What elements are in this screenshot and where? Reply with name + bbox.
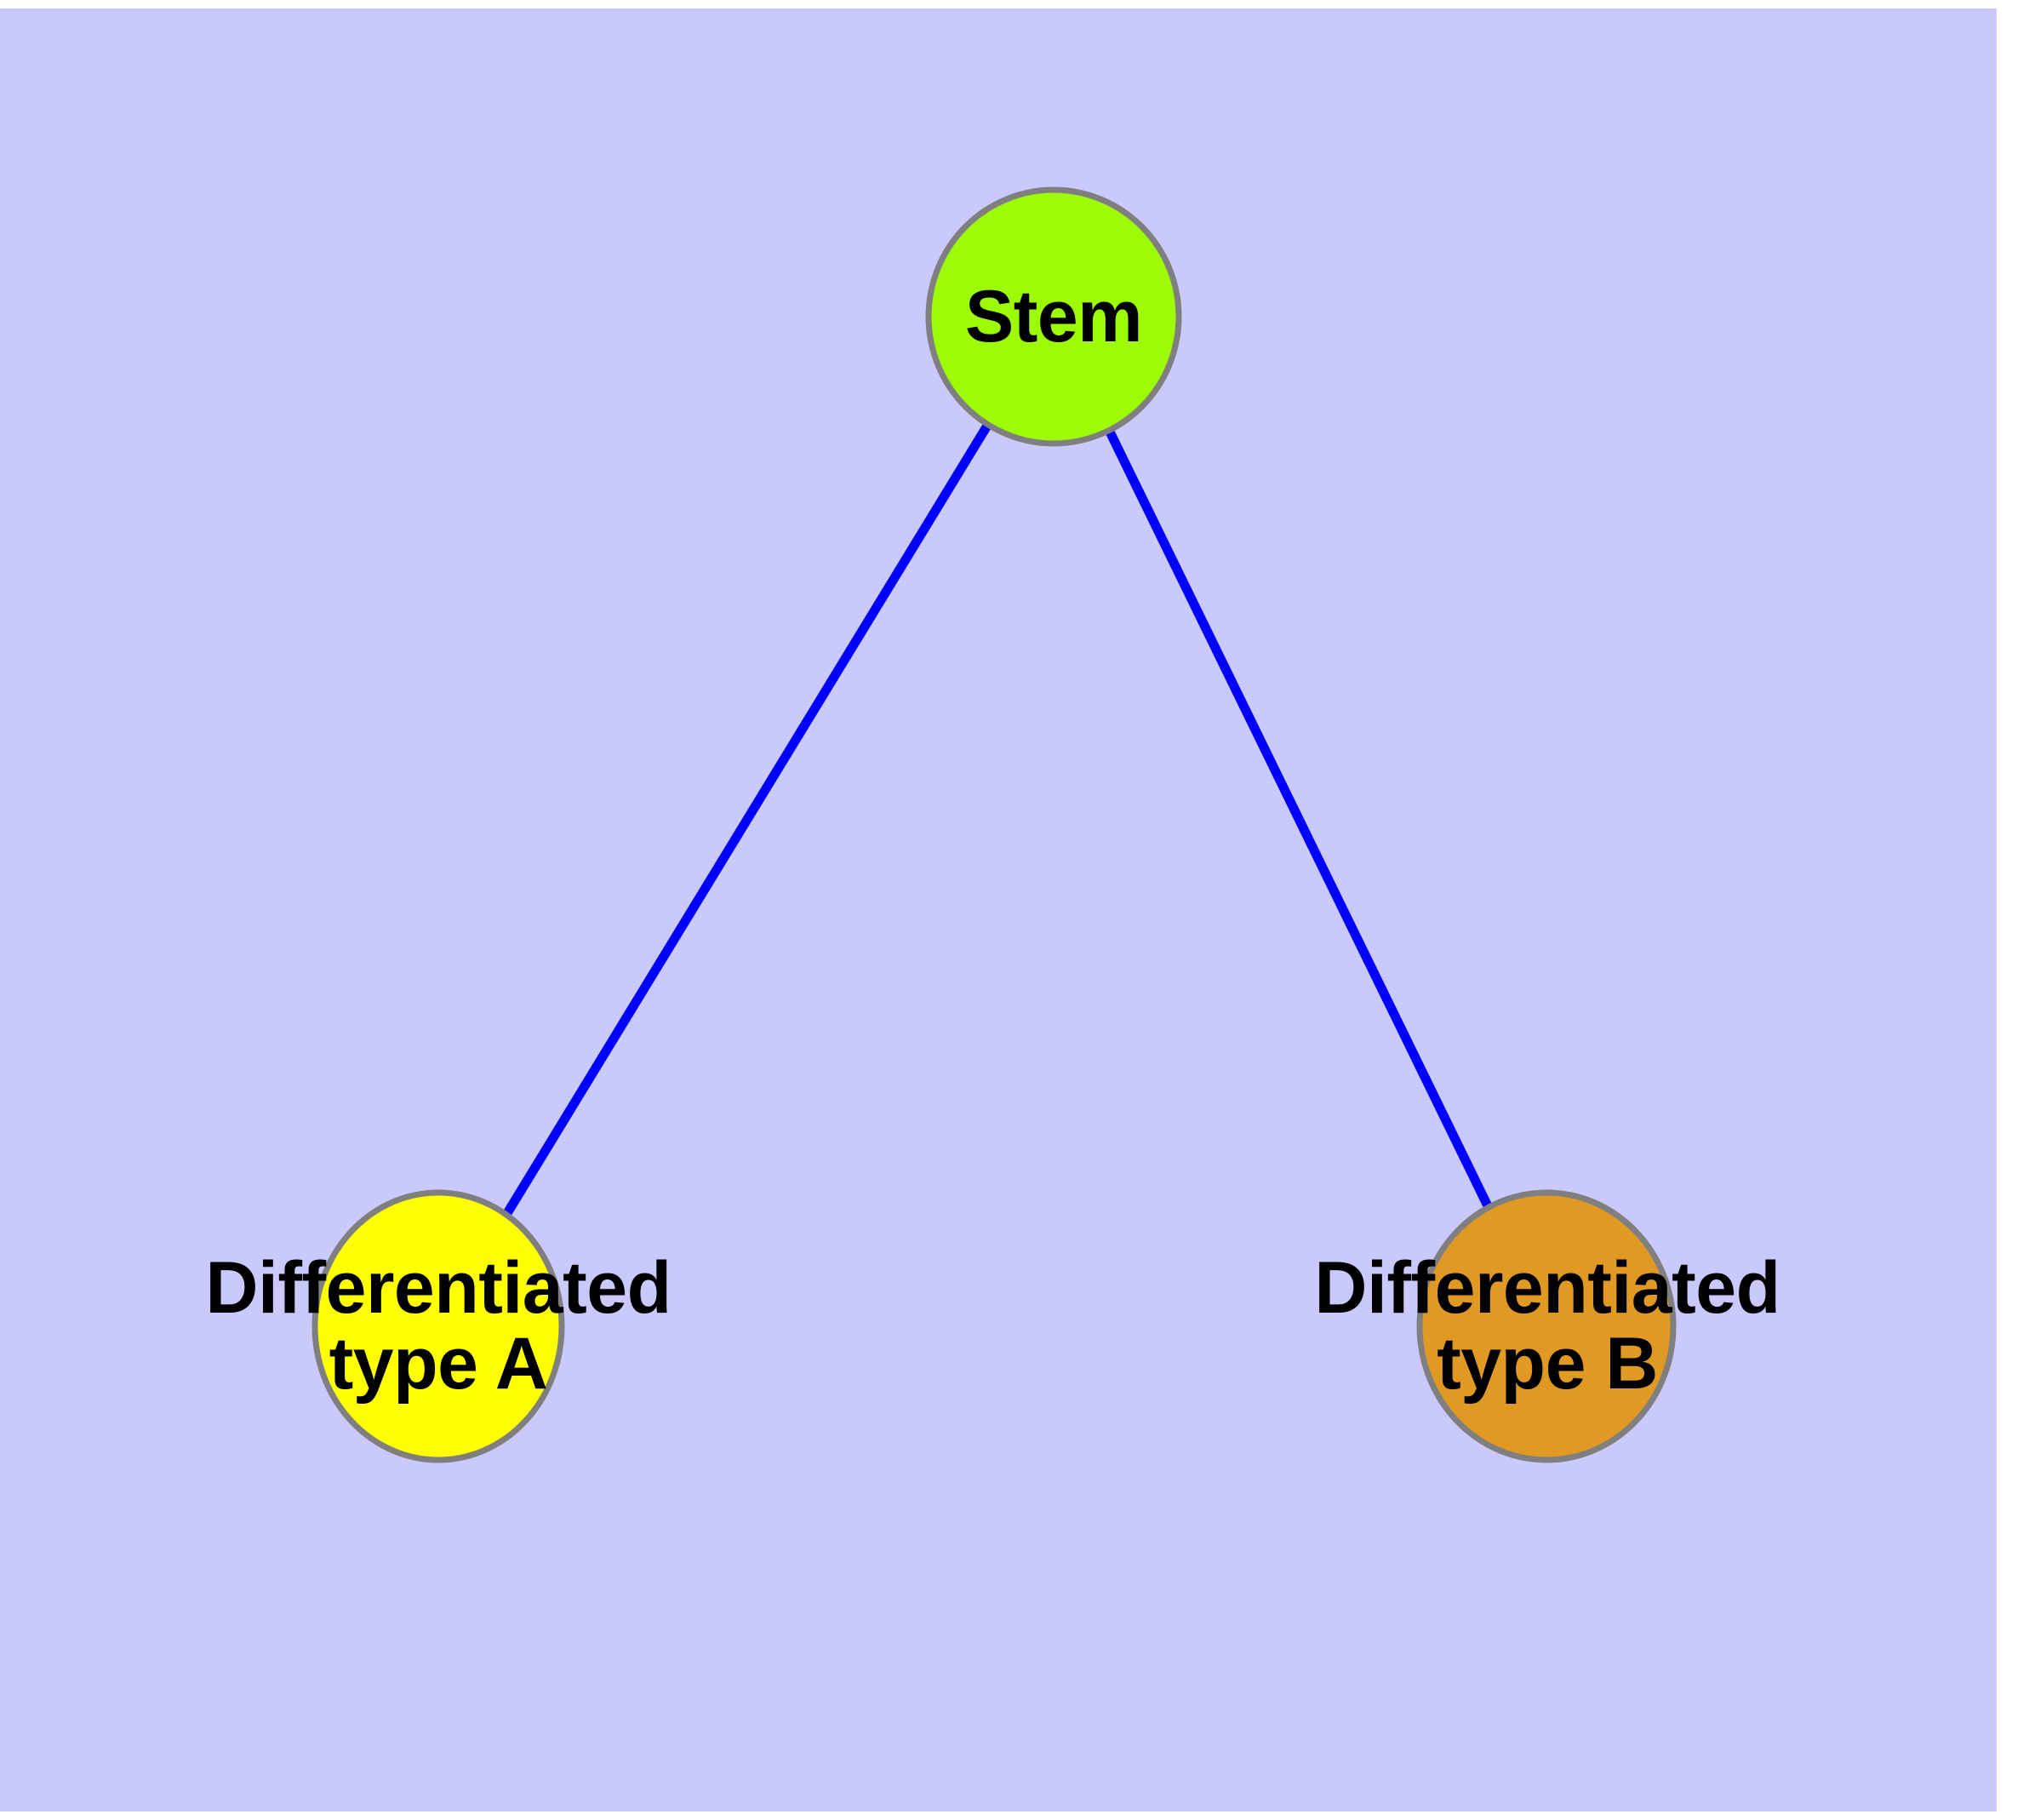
edge-stem-diff-b[interactable] <box>1104 427 1494 1210</box>
edge-stem-diff-a[interactable] <box>501 421 992 1218</box>
node-stem[interactable] <box>925 186 1182 447</box>
node-differentiated-type-a[interactable] <box>311 1189 565 1463</box>
node-differentiated-type-b[interactable] <box>1416 1189 1677 1463</box>
node-layer <box>311 186 1677 1463</box>
edge-layer <box>501 421 1494 1218</box>
